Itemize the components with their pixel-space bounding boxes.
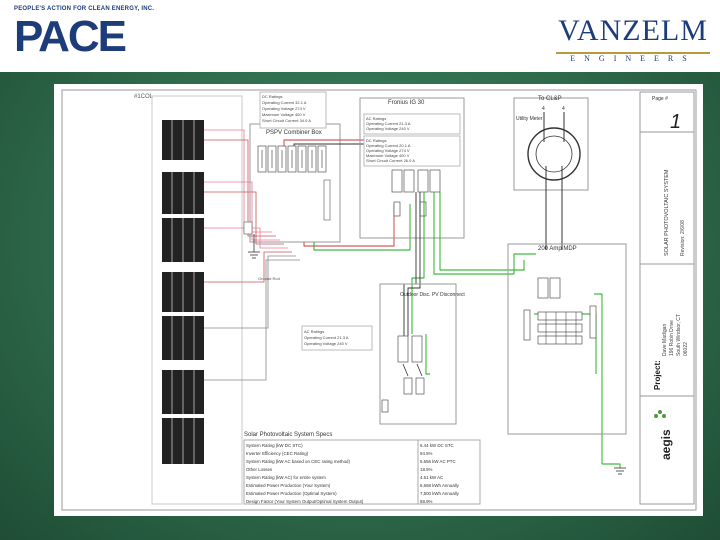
spec-row-label: Estimated Power Production (Your System) bbox=[246, 483, 331, 488]
disconnect-switches bbox=[381, 335, 425, 413]
spec-row-label: Estimated Power Production (Optimal Syst… bbox=[246, 491, 337, 496]
rating-line: Maximum Voltage 400 V bbox=[262, 112, 306, 117]
pace-tagline: PEOPLE'S ACTION FOR CLEAN ENERGY, INC. bbox=[14, 6, 155, 12]
combiner-fuse-marks bbox=[261, 150, 323, 168]
spec-row-value: 4.61 kW AC bbox=[420, 475, 443, 480]
spec-row-value: 6,668 kWh Annually bbox=[420, 483, 460, 488]
rating-line: Operating Voltage 274 V bbox=[366, 148, 410, 153]
inverter-terminals bbox=[391, 169, 441, 217]
rating-line: Operating Current 20.1 A bbox=[366, 143, 411, 148]
mdp-ground-wire bbox=[602, 463, 621, 468]
title-block bbox=[639, 91, 695, 505]
vanzelm-logo: VANZELM ENGINEERS bbox=[552, 8, 714, 66]
rating-line: Operating Voltage 240 V bbox=[366, 126, 410, 131]
combiner-label: PSPV Combiner Box bbox=[266, 130, 322, 136]
project-line: 06022 bbox=[683, 342, 689, 356]
disconnect-label: Outdoor Disc. PV Disconnect bbox=[400, 292, 465, 298]
rating-line: AC Ratings bbox=[366, 116, 386, 121]
combiner-ratings: DC Ratings Operating Current 32.1 A Oper… bbox=[262, 94, 311, 123]
rating-line: DC Ratings bbox=[262, 94, 282, 99]
pace-logo: PACE bbox=[14, 12, 127, 61]
meter-terminal-labels: 4 4 bbox=[542, 106, 565, 112]
revision: Revision: 2/6/08 bbox=[680, 220, 686, 256]
company-logo: aegis bbox=[659, 429, 673, 460]
page-label: Page # bbox=[652, 96, 668, 102]
ground-symbol bbox=[248, 234, 260, 259]
header-band: PEOPLE'S ACTION FOR CLEAN ENERGY, INC. P… bbox=[0, 0, 720, 72]
project-line: South Windsor, CT bbox=[676, 314, 682, 356]
vanzelm-rule bbox=[556, 52, 710, 66]
inverter-box bbox=[359, 97, 465, 239]
project-line: 196 Robin Drive bbox=[669, 320, 675, 356]
inverter-dc-box bbox=[363, 135, 461, 167]
spec-row-label: Design Factor (Your System Output/Optima… bbox=[246, 499, 364, 504]
spec-row-label: System Rating (kW AC based on CEC rating… bbox=[246, 459, 350, 464]
spec-row-label: System Rating (kW AC) for entire system bbox=[246, 475, 326, 480]
meter-leads bbox=[543, 112, 565, 250]
rating-line: Short Circuit Current 34.0 A bbox=[262, 118, 311, 123]
rating-line: Operating Voltage 274 V bbox=[262, 106, 306, 111]
rating-line: Operating Current 21.3 A bbox=[304, 335, 349, 340]
rating-line: Operating Current 32.1 A bbox=[262, 100, 307, 105]
vanzelm-name: VANZELM bbox=[558, 14, 708, 47]
spec-row-value: 88.9% bbox=[420, 499, 433, 504]
project-lines: Dave Madigan 196 Robin Drive South Winds… bbox=[662, 314, 689, 356]
spec-row-label: Other Losses bbox=[246, 467, 273, 472]
disconnect-blades bbox=[402, 363, 423, 377]
rating-line: AC Ratings bbox=[304, 329, 324, 334]
page-number: 1 bbox=[670, 111, 681, 133]
spec-row-value: 7,500 kWh Annually bbox=[420, 491, 460, 496]
spec-row-value: 94.5% bbox=[420, 451, 433, 456]
spec-row-value: 18.5% bbox=[420, 467, 433, 472]
pv-module-grid bbox=[171, 120, 195, 464]
rating-line: Operating Current 21.3 A bbox=[366, 121, 411, 126]
ac-ratings: AC Ratings Operating Current 21.3 A Oper… bbox=[304, 329, 349, 346]
spec-title: Solar Photovoltaic System Specs bbox=[244, 432, 332, 438]
disconnect-box bbox=[379, 283, 457, 425]
spec-row-value: 5.656 kW AC PTC bbox=[420, 459, 456, 464]
rating-line: Short Circuit Current 26.0 A bbox=[366, 158, 415, 163]
spec-rows: System Rating (kW DC STC) 6.44 kW DC STC… bbox=[246, 443, 460, 504]
meter-terminal-label: 4 bbox=[562, 106, 565, 112]
meter-box bbox=[513, 97, 589, 191]
spec-table bbox=[243, 439, 481, 505]
vanzelm-sub: ENGINEERS bbox=[570, 54, 696, 63]
combiner-ratings-box bbox=[259, 91, 327, 129]
ground-label: Ground Rod bbox=[258, 276, 280, 281]
spec-row-label: System Rating (kW DC STC) bbox=[246, 443, 303, 448]
wiring-diagram: #1COL PSPV Combiner Box DC Ratings Opera… bbox=[61, 89, 697, 511]
spec-row-label: Inverter Efficiency (CEC Rating) bbox=[246, 451, 309, 456]
rating-line: DC Ratings bbox=[366, 138, 386, 143]
ac-ratings-box bbox=[301, 325, 373, 351]
mdp-breaker-marks bbox=[545, 312, 577, 344]
meter-panel-label: To CL&P bbox=[538, 96, 562, 102]
drawing-sheet: #1COL PSPV Combiner Box DC Ratings Opera… bbox=[54, 84, 703, 516]
mdp-label: 200 Amp MDP bbox=[538, 246, 577, 252]
rating-line: Operating Voltage 240 V bbox=[304, 341, 348, 346]
rating-line: Maximum Voltage 400 V bbox=[366, 153, 410, 158]
sheet-border bbox=[61, 89, 697, 511]
aegis-logo-icon bbox=[654, 410, 666, 418]
array-frame bbox=[151, 95, 243, 505]
array-label: #1COL bbox=[134, 94, 154, 100]
meter-label: Utility Meter bbox=[516, 116, 543, 122]
array-wiring bbox=[204, 129, 300, 381]
project-line: Dave Madigan bbox=[662, 324, 668, 356]
title-block-title: SOLAR PHOTOVOLTAIC SYSTEM bbox=[664, 169, 670, 256]
mdp-box bbox=[507, 243, 627, 435]
combiner-neutral-bar bbox=[323, 179, 331, 221]
inverter-ac-box bbox=[363, 113, 461, 135]
meter-inner bbox=[535, 135, 573, 173]
project-label: Project: bbox=[653, 360, 662, 390]
combiner-ground-bar bbox=[243, 221, 253, 235]
spec-row-value: 6.44 kW DC STC bbox=[420, 443, 454, 448]
mdp-breakers bbox=[523, 277, 597, 345]
inverter-ac-ratings: AC Ratings Operating Current 21.3 A Oper… bbox=[366, 116, 411, 131]
meter-symbol bbox=[527, 127, 581, 181]
inverter-dc-ratings: DC Ratings Operating Current 20.1 A Oper… bbox=[366, 138, 415, 163]
ground-symbol bbox=[614, 467, 626, 475]
meter-terminal-label: 4 bbox=[542, 106, 545, 112]
inverter-label: Fronius IG 30 bbox=[388, 100, 425, 106]
